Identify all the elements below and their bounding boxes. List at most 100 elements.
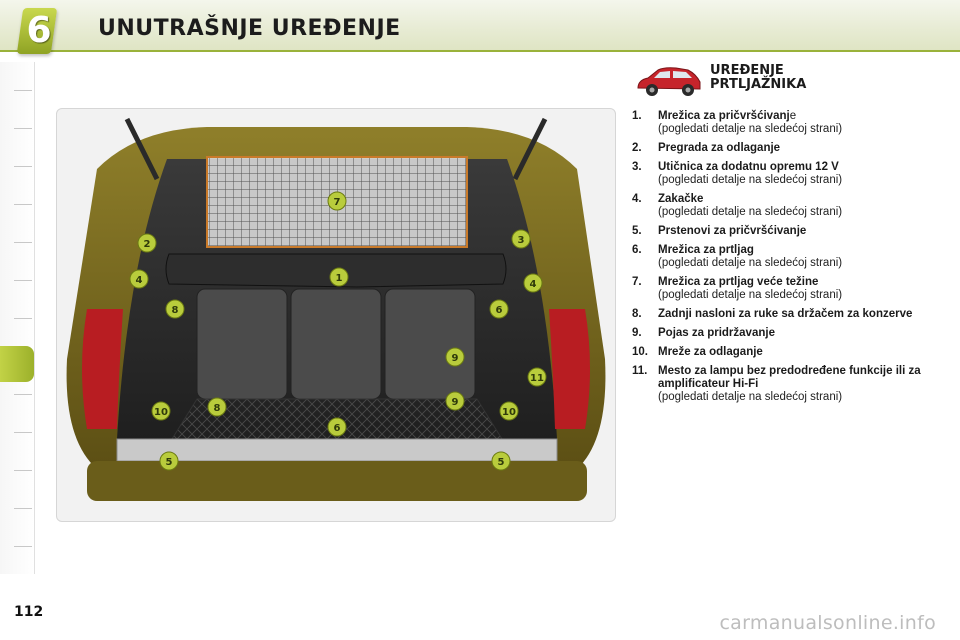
item-title: Prstenovi za pričvršćivanje <box>658 225 807 237</box>
list-item: 6. Mrežica za prtljag (pogledati detalje… <box>632 244 932 270</box>
callout-5-left: 5 <box>159 451 179 471</box>
trunk-illustration: 1 2 3 4 4 5 5 6 6 7 8 8 9 9 10 10 11 <box>66 117 606 501</box>
list-item: 5. Prstenovi za pričvršćivanje <box>632 225 932 238</box>
chapter-tab[interactable] <box>14 318 32 319</box>
list-item: 7. Mrežica za prtljag veće težine (pogle… <box>632 276 932 302</box>
car-side-icon <box>637 67 701 96</box>
item-title: Pojas za pridržavanje <box>658 327 775 339</box>
svg-text:2: 2 <box>144 239 151 250</box>
callout-6-right: 6 <box>489 299 509 319</box>
chapter-tab[interactable] <box>14 546 32 547</box>
chapter-tab[interactable] <box>14 432 32 433</box>
item-title: Zadnji nasloni za ruke sa držačem za kon… <box>658 308 913 320</box>
callout-2: 2 <box>137 233 157 253</box>
svg-text:7: 7 <box>334 197 341 208</box>
svg-text:9: 9 <box>452 397 459 408</box>
item-title: Mrežica za prtljag <box>658 244 754 256</box>
svg-text:6: 6 <box>496 305 503 316</box>
list-item: 8. Zadnji nasloni za ruke sa držačem za … <box>632 308 932 321</box>
callout-4-right: 4 <box>523 273 543 293</box>
item-note: (pogledati detalje na sledećoj strani) <box>658 123 843 135</box>
item-title: Mesto za lampu bez predodređene funkcije… <box>658 365 921 390</box>
callout-9-upper: 9 <box>445 347 465 367</box>
svg-text:9: 9 <box>452 353 459 364</box>
item-title: Mreže za odlaganje <box>658 346 763 358</box>
callout-8-floor: 8 <box>207 397 227 417</box>
list-item: 9. Pojas za pridržavanje <box>632 327 932 340</box>
list-item: 1. Mrežica za pričvršćivanje (pogledati … <box>632 110 932 136</box>
item-note: (pogledati detalje na sledećoj strani) <box>658 174 843 186</box>
page-number: 112 <box>14 604 44 620</box>
chapter-tab[interactable] <box>14 280 32 281</box>
svg-text:11: 11 <box>530 373 544 384</box>
item-number: 3. <box>632 161 642 173</box>
chapter-tab[interactable] <box>14 242 32 243</box>
svg-text:1: 1 <box>336 273 343 284</box>
svg-text:4: 4 <box>136 275 143 286</box>
svg-text:8: 8 <box>214 403 221 414</box>
item-number: 2. <box>632 142 642 154</box>
callout-5-right: 5 <box>491 451 511 471</box>
section-title-line-2: PRTLJAŽNIKA <box>710 77 807 92</box>
callout-10-left: 10 <box>151 401 171 421</box>
chapter-title: UNUTRAŠNJE UREĐENJE <box>98 16 401 41</box>
trunk-features-list: 1. Mrežica za pričvršćivanje (pogledati … <box>632 110 932 410</box>
rear-bumper <box>87 461 587 501</box>
trunk-photo: 1 2 3 4 4 5 5 6 6 7 8 8 9 9 10 10 11 <box>56 108 616 522</box>
item-title: Utičnica za dodatnu opremu 12 V <box>658 161 839 173</box>
seat-back-right <box>384 288 476 400</box>
list-item: 3. Utičnica za dodatnu opremu 12 V (pogl… <box>632 161 932 187</box>
callout-9-lower: 9 <box>445 391 465 411</box>
list-item: 4. Zakačke (pogledati detalje na sledećo… <box>632 193 932 219</box>
item-number: 6. <box>632 244 642 256</box>
svg-text:5: 5 <box>498 457 505 468</box>
svg-text:10: 10 <box>502 407 516 418</box>
callout-8-left: 8 <box>165 299 185 319</box>
chapter-tab[interactable] <box>14 166 32 167</box>
item-note: (pogledati detalje na sledećoj strani) <box>658 289 843 301</box>
item-number: 1. <box>632 110 642 122</box>
chapter-tab[interactable] <box>14 508 32 509</box>
item-title: Pregrada za odlaganje <box>658 142 781 154</box>
callout-6-floor: 6 <box>327 417 347 437</box>
callout-3: 3 <box>511 229 531 249</box>
chapter-tab[interactable] <box>14 204 32 205</box>
section-title: UREĐENJE PRTLJAŽNIKA <box>710 64 930 92</box>
chapter-tab[interactable] <box>14 470 32 471</box>
seat-back-left <box>196 288 288 400</box>
item-title: Mrežica za pričvršćivanje <box>658 110 797 122</box>
item-note: (pogledati detalje na sledećoj strani) <box>658 391 843 403</box>
chapter-tab[interactable] <box>14 128 32 129</box>
seat-back-center <box>290 288 382 400</box>
item-number: 8. <box>632 308 642 320</box>
item-note: (pogledati detalje na sledećoj strani) <box>658 206 843 218</box>
item-number: 5. <box>632 225 642 237</box>
list-item: 11. Mesto za lampu bez predodređene funk… <box>632 365 932 404</box>
page-header: 6 UNUTRAŠNJE UREĐENJE <box>0 0 960 54</box>
chapter-tab-active[interactable] <box>0 346 34 382</box>
chapter-tab[interactable] <box>14 394 32 395</box>
item-number: 9. <box>632 327 642 339</box>
item-title: Zakačke <box>658 193 704 205</box>
item-number: 7. <box>632 276 642 288</box>
item-number: 11. <box>632 365 648 377</box>
chapter-number: 6 <box>26 10 52 51</box>
svg-text:5: 5 <box>166 457 173 468</box>
callout-4-left: 4 <box>129 269 149 289</box>
item-number: 4. <box>632 193 642 205</box>
callout-1: 1 <box>329 267 349 287</box>
svg-text:10: 10 <box>154 407 168 418</box>
svg-text:3: 3 <box>518 235 525 246</box>
chapter-tab-rail <box>0 62 35 574</box>
item-title: Mrežica za prtljag veće težine <box>658 276 819 288</box>
svg-text:8: 8 <box>172 305 179 316</box>
callout-11: 11 <box>527 367 547 387</box>
rear-light-left <box>82 309 123 429</box>
svg-text:4: 4 <box>530 279 537 290</box>
list-item: 10. Mreže za odlaganje <box>632 346 932 359</box>
section-title-line-1: UREĐENJE <box>710 63 784 78</box>
trunk-sill <box>116 438 558 462</box>
item-note: (pogledati detalje na sledećoj strani) <box>658 257 843 269</box>
chapter-tab[interactable] <box>14 90 32 91</box>
svg-text:6: 6 <box>334 423 341 434</box>
